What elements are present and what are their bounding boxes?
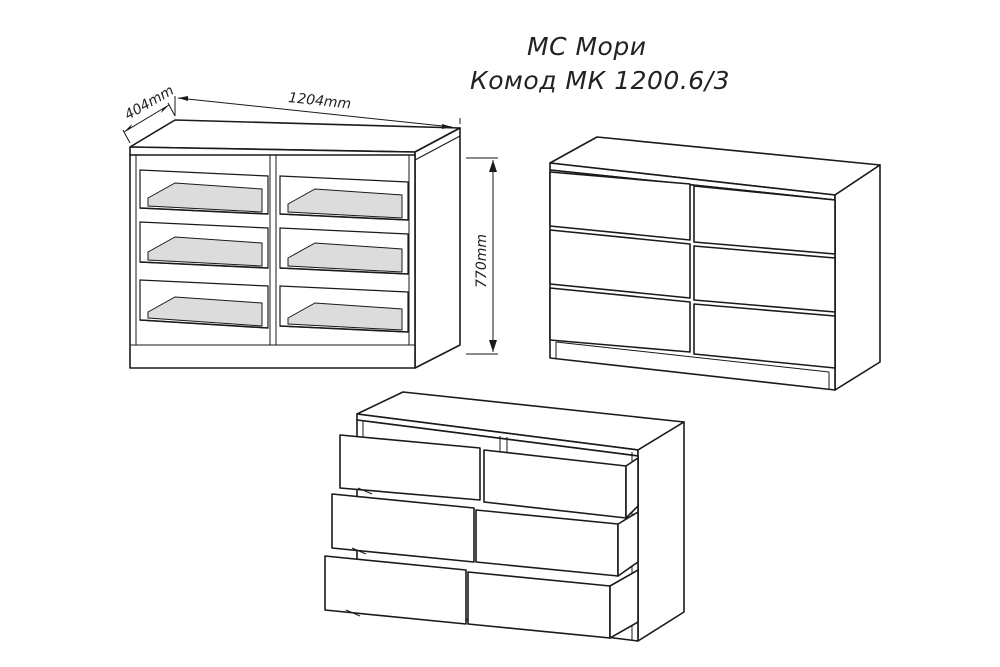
- open-drawer-left-1: [339, 434, 481, 501]
- drawers-open-view: [324, 391, 685, 642]
- open-drawer-left-3: [324, 555, 467, 625]
- tray-left-2: [139, 221, 269, 269]
- tray-right-3: [279, 285, 409, 333]
- drawer-front-left-1: [549, 171, 691, 241]
- tray-right-2: [279, 227, 409, 275]
- model-title: Комод МК 1200.6/3: [470, 66, 731, 95]
- tray-right-1: [279, 175, 409, 221]
- width-dimension: 1204mm: [174, 90, 461, 129]
- closed-front-view: [549, 136, 881, 391]
- drawer-front-left-3: [549, 287, 691, 353]
- open-drawer-left-2: [331, 493, 475, 563]
- drawer-front-right-1: [693, 185, 836, 255]
- height-label: 770mm: [474, 234, 490, 288]
- drawer-front-right-3: [693, 303, 836, 369]
- tray-left-3: [139, 279, 269, 329]
- width-label: 1204mm: [288, 90, 352, 112]
- open-frame-view: 404mm 1204mm 770mm: [122, 83, 498, 369]
- drawer-front-left-2: [549, 229, 691, 299]
- brand-title: МС Мори: [527, 32, 647, 61]
- height-dimension: 770mm: [466, 157, 498, 355]
- tray-left-1: [139, 169, 269, 215]
- drawer-front-right-2: [693, 245, 836, 313]
